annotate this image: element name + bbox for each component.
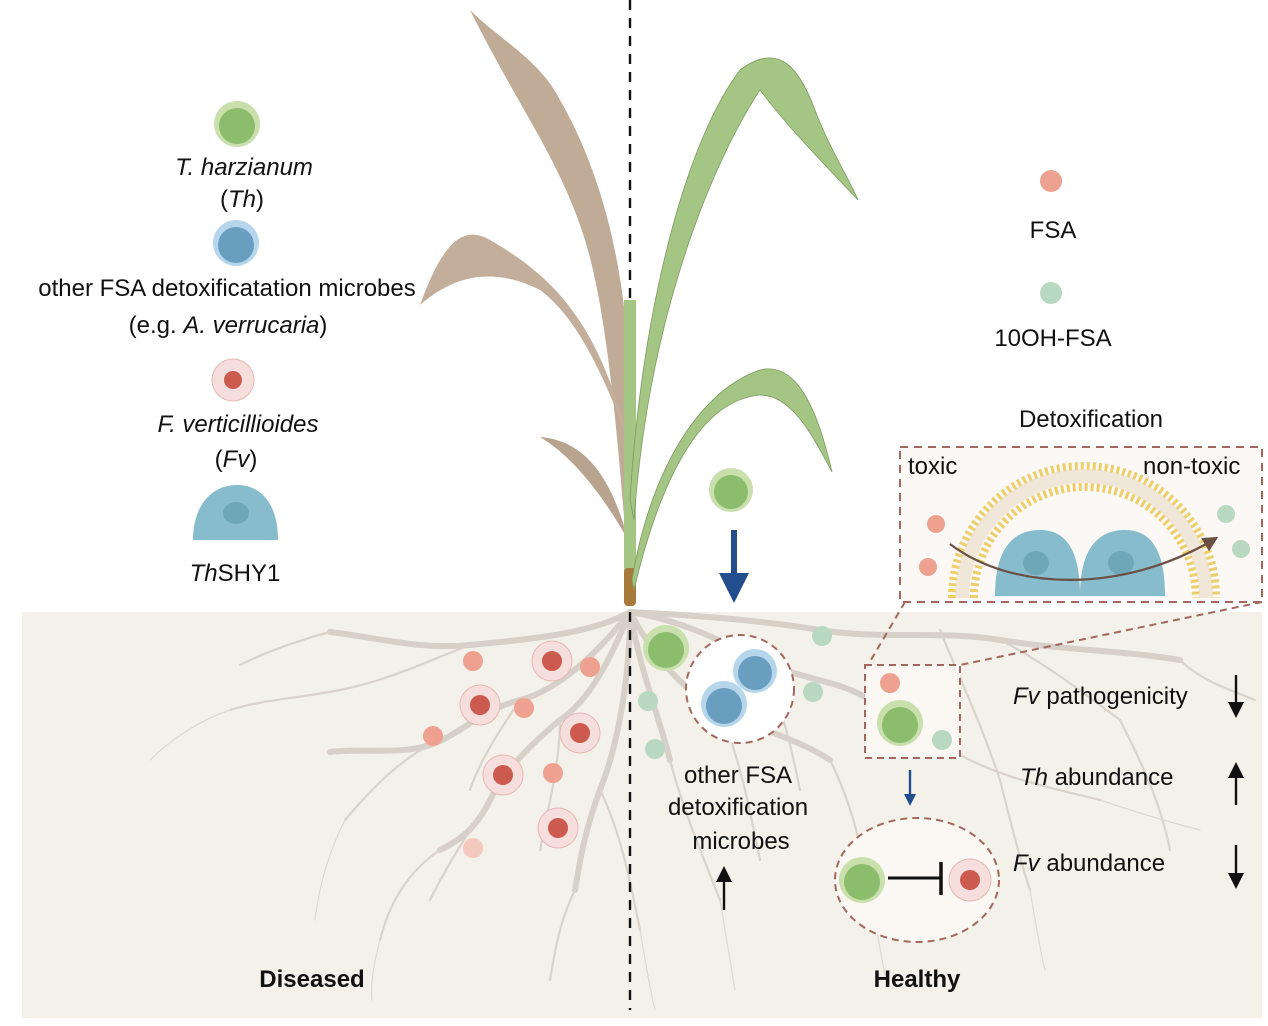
center-label-line1: other FSA [683,762,793,789]
arrow-down-icon [1228,845,1244,889]
fv-cell [537,807,579,849]
center-label-line3: microbes [692,828,790,855]
effect-th-abundance: Th abundance [1020,764,1173,792]
detox-non-toxic-label: non-toxic [1143,453,1241,480]
membrane-arc-inner [970,483,1200,599]
healthy-microbes [638,625,1000,943]
dead-leaf [420,234,628,440]
arrow-up-icon [1228,762,1244,805]
oh-fsa-dot [638,691,658,711]
legend-oh-fsa-label: 10OH-FSA [994,325,1112,352]
maize-plant [420,10,859,606]
arrow-down-icon [1228,675,1244,718]
legend-fv-abbr-text: Fv [222,446,250,473]
detox-toxic-label: toxic [908,453,958,480]
zoom-line [959,601,1263,666]
detox-title: Detoxification [1018,406,1164,433]
arrow-up-icon [716,866,732,910]
healthy-leaf [631,368,833,591]
effect-fv-pathogenicity: Fv pathogenicity [1013,683,1188,711]
oh-fsa-dot [803,682,823,702]
effect-species: Fv [1013,850,1040,877]
legend-thshy1: ThSHY1 [190,560,281,588]
fsa-dot [580,657,600,677]
fsa-dot [463,651,483,671]
effect-text: abundance [1048,764,1174,791]
inhibition-oval [834,817,1000,943]
th-inoculation [709,468,753,603]
trend-arrows [716,675,1244,910]
fv-cell [559,712,601,754]
blue-microbe [701,681,747,727]
legend-thshy1-icon [193,485,278,540]
diseased-pathogens [423,640,601,858]
legend-other-microbes: other FSA detoxificatation microbes [38,275,416,302]
side-label-diseased: Diseased [259,966,365,993]
fsa-dot [514,698,534,718]
legend-other-microbe-icon [213,220,259,266]
stem [624,300,636,600]
legend-th-abbr: (Th) [219,186,265,213]
th-cell [643,625,689,671]
effect-text: abundance [1039,850,1166,877]
membrane-arc [948,462,1220,599]
fsa-dot [463,838,483,858]
legend-eg-prefix: (e.g. [128,312,184,339]
healthy-leaf [629,57,859,521]
legend-th-abbr-text: Th [227,186,257,213]
fv-cell [459,684,501,726]
fsa-dot [543,763,563,783]
fv-cell [482,754,524,796]
legend-shy-suffix: SHY1 [217,560,281,587]
soil-region [22,612,1262,1018]
legend-oh-fsa-dot [1040,282,1062,304]
dead-leaf [540,437,628,540]
zoom-line [867,601,906,666]
legend-eg-species: A. verrucaria [183,312,320,339]
legend-th-icon [214,101,260,147]
fsa-dot [423,726,443,746]
legend-eg-suffix: ) [319,312,328,339]
center-label-line2: detoxification [667,794,809,821]
legend-shy-prefix: Th [189,560,218,587]
effect-fv-abundance: Fv abundance [1013,850,1165,878]
oh-fsa-dot [645,739,665,759]
detox-flow-arrow [949,536,1219,581]
effect-species: Fv [1013,683,1040,710]
side-label-healthy: Healthy [873,966,961,993]
legend-fv-icon [211,358,255,402]
dead-leaf [470,10,630,590]
blue-microbe [733,649,777,693]
legend-fsa-label: FSA [1029,217,1077,244]
oh-fsa-dot [812,626,832,646]
effect-species: Th [1020,764,1049,791]
fv-cell [531,640,573,682]
legend-fsa-dot [1040,170,1062,192]
detox-panel [899,446,1263,603]
legend-fv-abbr: (Fv) [214,446,258,473]
legend-fv-name: F. verticillioides [157,411,319,438]
effect-text: pathogenicity [1039,683,1188,710]
legend-th-name: T. harzianum [175,154,313,181]
legend-other-example: (e.g. A. verrucaria) [129,312,328,340]
